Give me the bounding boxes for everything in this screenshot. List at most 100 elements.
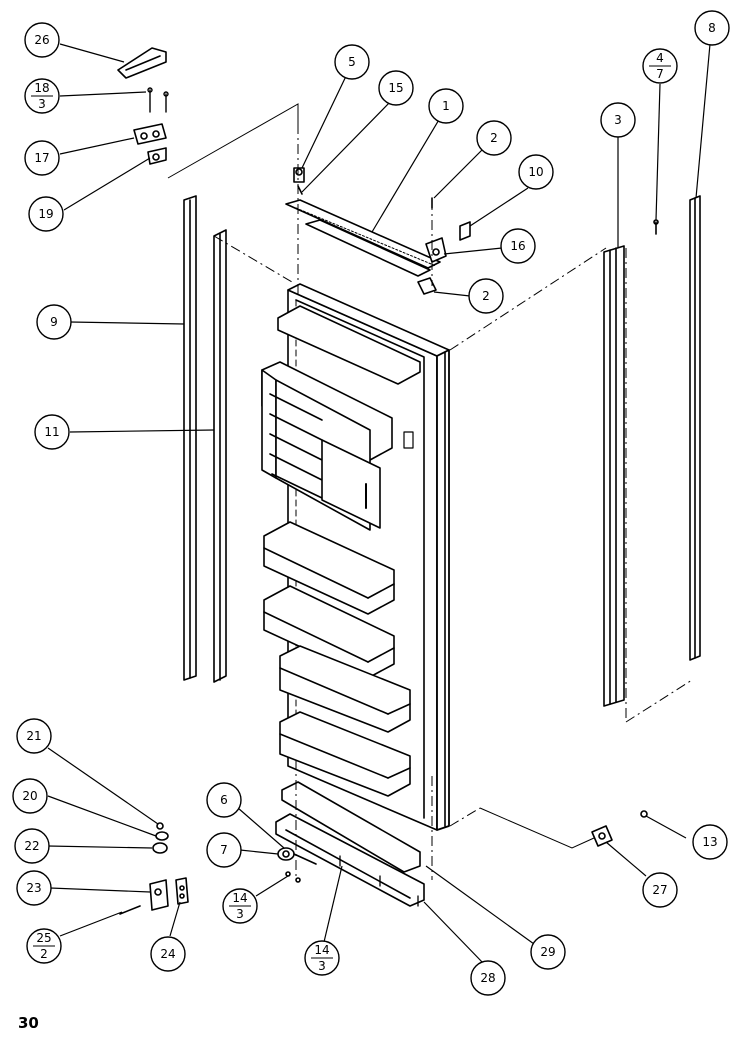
callout-2-lower: 2 bbox=[468, 278, 504, 314]
leader-line bbox=[47, 747, 159, 825]
door-bin-1 bbox=[263, 521, 395, 615]
callout-19: 19 bbox=[28, 196, 64, 232]
bottom-trim bbox=[275, 781, 425, 907]
callout-1: 1 bbox=[428, 88, 464, 124]
svg-text:16: 16 bbox=[510, 239, 525, 253]
callout-9: 9 bbox=[36, 304, 72, 340]
top-hinge-screws bbox=[147, 87, 169, 113]
leader-line bbox=[605, 841, 647, 877]
leader-line bbox=[323, 865, 343, 943]
top-trim bbox=[285, 199, 441, 295]
callout-28: 28 bbox=[470, 960, 506, 996]
right-gasket bbox=[603, 195, 701, 707]
door-bin-2 bbox=[263, 585, 395, 679]
svg-text:7: 7 bbox=[656, 67, 664, 81]
callout-10: 10 bbox=[518, 154, 554, 190]
door-bin-3 bbox=[279, 645, 411, 733]
callout-7: 7 bbox=[206, 832, 242, 868]
callout-23: 23 bbox=[16, 870, 52, 906]
svg-text:18: 18 bbox=[34, 81, 49, 95]
svg-text:3: 3 bbox=[614, 113, 622, 127]
callout-5: 5 bbox=[334, 44, 370, 80]
assembly-line bbox=[449, 247, 607, 351]
callout-17: 17 bbox=[24, 140, 60, 176]
leader-line bbox=[655, 83, 661, 221]
svg-text:17: 17 bbox=[34, 151, 49, 165]
svg-text:27: 27 bbox=[652, 883, 667, 897]
callout-14-over-3-bottom: 14 3 bbox=[304, 940, 340, 976]
leader-line bbox=[47, 845, 153, 849]
svg-text:21: 21 bbox=[26, 729, 41, 743]
callout-15: 15 bbox=[378, 70, 414, 106]
top-hinge-bracket bbox=[133, 123, 167, 165]
svg-text:19: 19 bbox=[38, 207, 53, 221]
leader-line bbox=[169, 901, 181, 937]
callout-18-over-3: 18 3 bbox=[24, 78, 60, 114]
svg-text:1: 1 bbox=[442, 99, 450, 113]
bottom-hinge-assembly bbox=[119, 822, 189, 915]
top-bushing bbox=[293, 167, 305, 195]
svg-text:22: 22 bbox=[24, 839, 39, 853]
leader-line bbox=[239, 849, 279, 855]
dairy-compartment bbox=[261, 305, 421, 531]
svg-text:10: 10 bbox=[528, 165, 543, 179]
leader-line bbox=[443, 247, 503, 255]
leader-line bbox=[433, 291, 471, 297]
top-hinge-cover bbox=[117, 47, 167, 79]
leader-line bbox=[423, 901, 485, 965]
leader-line bbox=[255, 875, 289, 897]
svg-text:6: 6 bbox=[220, 793, 228, 807]
leader-line bbox=[49, 887, 151, 893]
svg-text:24: 24 bbox=[160, 947, 175, 961]
left-gasket bbox=[183, 195, 227, 683]
door-stop-parts bbox=[425, 197, 471, 263]
leader-line bbox=[63, 157, 151, 211]
page-number: 30 bbox=[18, 1014, 39, 1032]
callout-25-over-2: 25 2 bbox=[26, 928, 62, 964]
leader-line bbox=[695, 43, 711, 199]
bottom-bushing bbox=[277, 847, 317, 883]
callout-2-upper: 2 bbox=[476, 120, 512, 156]
svg-text:8: 8 bbox=[708, 21, 716, 35]
leader-line bbox=[59, 43, 125, 63]
bottom-trim-screws bbox=[339, 855, 419, 907]
svg-text:28: 28 bbox=[480, 971, 495, 985]
callout-6: 6 bbox=[206, 782, 242, 818]
callout-20: 20 bbox=[12, 778, 48, 814]
assembly-line bbox=[625, 679, 693, 723]
callout-16: 16 bbox=[500, 228, 536, 264]
leader-line bbox=[59, 91, 147, 97]
gasket-screw bbox=[653, 219, 659, 235]
svg-text:26: 26 bbox=[34, 33, 49, 47]
svg-text:25: 25 bbox=[36, 931, 51, 945]
callout-27: 27 bbox=[642, 872, 678, 908]
assembly-line bbox=[213, 235, 293, 283]
leader-line bbox=[59, 137, 135, 155]
svg-text:14: 14 bbox=[314, 943, 329, 957]
svg-text:2: 2 bbox=[490, 131, 498, 145]
assembly-line bbox=[167, 103, 299, 179]
callout-22: 22 bbox=[14, 828, 50, 864]
leader-line bbox=[371, 117, 441, 233]
callout-24: 24 bbox=[150, 936, 186, 972]
leader-line bbox=[645, 815, 687, 839]
callout-21: 21 bbox=[16, 718, 52, 754]
callout-26: 26 bbox=[24, 22, 60, 58]
callout-13: 13 bbox=[692, 824, 728, 860]
svg-text:2: 2 bbox=[40, 947, 48, 961]
svg-text:4: 4 bbox=[656, 51, 664, 65]
callout-14-over-3-left: 14 3 bbox=[222, 888, 258, 924]
svg-text:3: 3 bbox=[38, 97, 46, 111]
svg-text:11: 11 bbox=[44, 425, 59, 439]
leader-line bbox=[69, 321, 185, 325]
leader-line bbox=[425, 865, 535, 945]
leader-line bbox=[469, 187, 529, 227]
svg-text:20: 20 bbox=[22, 789, 37, 803]
leader-line bbox=[301, 99, 393, 193]
assembly-line bbox=[449, 807, 481, 827]
svg-text:29: 29 bbox=[540, 945, 555, 959]
svg-text:3: 3 bbox=[318, 959, 326, 973]
callout-8: 8 bbox=[694, 10, 730, 46]
svg-text:3: 3 bbox=[236, 907, 244, 921]
